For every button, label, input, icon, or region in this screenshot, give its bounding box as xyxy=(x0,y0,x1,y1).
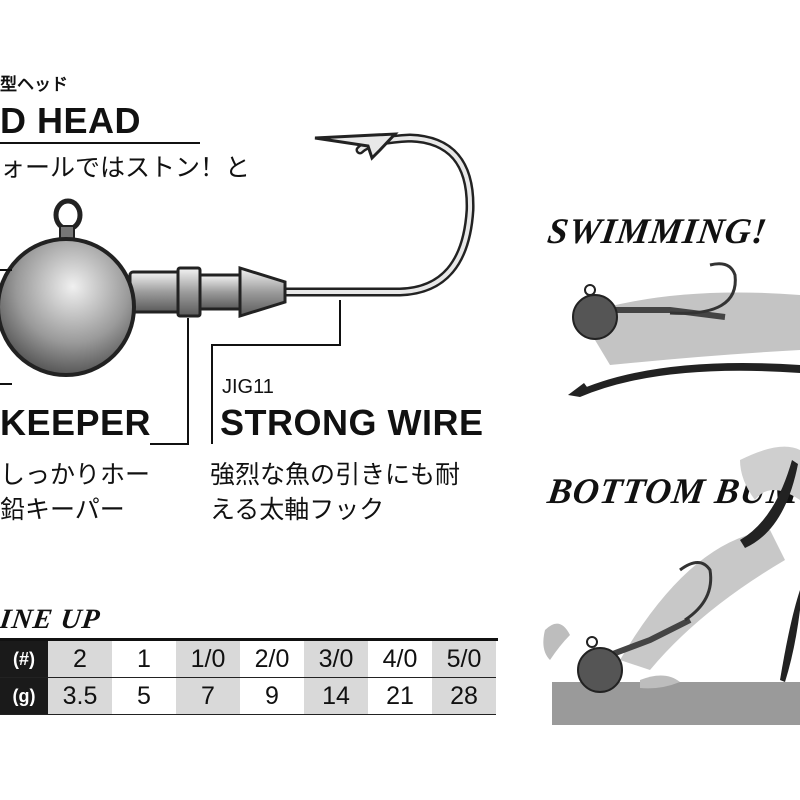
wire-title: STRONG WIRE xyxy=(220,402,484,443)
weight-label: (g) xyxy=(0,677,48,715)
swimming-illustration xyxy=(568,262,800,397)
size-row: (#) 2 1 1/0 2/0 3/0 4/0 5/0 xyxy=(0,641,496,678)
size-cell: 1 xyxy=(112,641,176,678)
wire-description-1: 強烈な魚の引きにも耐 xyxy=(210,460,461,489)
size-label: (#) xyxy=(0,641,48,678)
lineup-rule xyxy=(0,638,498,641)
weight-cell: 7 xyxy=(176,677,240,715)
lineup-title: INE UP xyxy=(0,604,103,635)
wire-code: JIG11 xyxy=(222,376,274,398)
hook-wire xyxy=(245,133,475,297)
line-eye-icon xyxy=(53,198,83,243)
size-cell: 2 xyxy=(48,641,112,678)
size-cell: 2/0 xyxy=(240,641,304,678)
lineup-table: (#) 2 1 1/0 2/0 3/0 4/0 5/0 (g) 3.5 5 7 … xyxy=(0,641,496,715)
swimming-label: SWIMMING! xyxy=(545,211,770,251)
size-cell: 4/0 xyxy=(368,641,432,678)
lead-ball xyxy=(0,237,136,377)
keeper-title: KEEPER xyxy=(0,402,152,443)
weight-cell: 14 xyxy=(304,677,368,715)
weight-cell: 3.5 xyxy=(48,677,112,715)
hook-point xyxy=(314,132,399,161)
weight-cell: 21 xyxy=(368,677,432,715)
keeper-description-1: しっかりホー xyxy=(0,460,151,489)
head-underline xyxy=(0,142,200,144)
wire-description-2: える太軸フック xyxy=(210,495,385,524)
weight-row: (g) 3.5 5 7 9 14 21 28 xyxy=(0,677,496,715)
size-cell: 3/0 xyxy=(304,641,368,678)
wire-leader xyxy=(211,300,341,444)
jig-head-illustration xyxy=(0,132,475,445)
weight-cell: 5 xyxy=(112,677,176,715)
keeper-leader xyxy=(150,318,189,445)
head-description: ォールではストン！と xyxy=(0,153,251,182)
keeper-description-2: 鉛キーパー xyxy=(0,495,125,524)
weight-cell: 9 xyxy=(240,677,304,715)
size-cell: 5/0 xyxy=(432,641,496,678)
weight-cell: 28 xyxy=(432,677,496,715)
bottom-bump-illustration xyxy=(543,446,800,725)
head-subtitle: 型ヘッド xyxy=(0,75,68,95)
size-cell: 1/0 xyxy=(176,641,240,678)
head-title: D HEAD xyxy=(0,100,142,141)
